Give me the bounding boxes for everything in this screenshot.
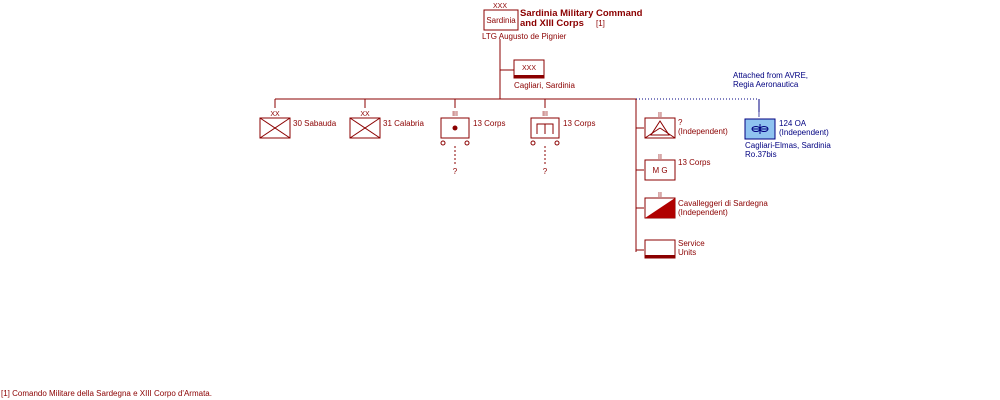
regiment-below: ? <box>543 167 548 176</box>
regiment-label: 13 Corps <box>563 119 595 128</box>
hq-company-location: Cagliari, Sardinia <box>514 81 575 90</box>
air-attach-line2: Regia Aeronautica <box>733 80 799 89</box>
side-unit-service[interactable]: Service Units <box>644 239 705 259</box>
hq-footnote-ref: [1] <box>596 19 605 28</box>
division-echelon: XX <box>270 111 280 118</box>
hq-echelon: XXX <box>493 3 507 10</box>
side-unit-cavalry[interactable]: II Cavalleggeri di Sardegna (Independent… <box>644 192 768 219</box>
wheel-icon <box>464 140 470 146</box>
regiment-echelon: III <box>542 111 548 118</box>
regiment-engineers[interactable]: III 13 Corps ? <box>530 111 595 176</box>
regiment-artillery[interactable]: III 13 Corps ? <box>440 111 505 176</box>
division-label: 31 Calabria <box>383 119 424 128</box>
side-unit-line2: Units <box>678 248 696 257</box>
side-unit-line1: Service <box>678 239 705 248</box>
division-echelon: XX <box>360 111 370 118</box>
footnote: [1] Comando Militare della Sardegna e XI… <box>1 389 212 398</box>
wheel-icon <box>554 140 560 146</box>
hq-unit[interactable]: XXX Sardinia Sardinia Military Command a… <box>482 3 643 41</box>
hq-company-bar <box>514 75 544 78</box>
air-base-line2: Ro.37bis <box>745 150 777 159</box>
hq-company-label: XXX <box>522 65 536 72</box>
side-unit-line1: Cavalleggeri di Sardegna <box>678 199 768 208</box>
air-status: (Independent) <box>779 128 829 137</box>
machine-gun-symbol <box>644 159 676 181</box>
side-unit-line2: (Independent) <box>678 127 728 136</box>
air-attach-line1: Attached from AVRE, <box>733 71 808 80</box>
regiment-below: ? <box>453 167 458 176</box>
wheel-icon <box>530 140 536 146</box>
side-unit-line2: (Independent) <box>678 208 728 217</box>
hq-title-line2: and XIII Corps <box>520 18 584 29</box>
division-label: 30 Sabauda <box>293 119 337 128</box>
air-unit-124-oa[interactable]: Attached from AVRE, Regia Aeronautica I … <box>733 71 831 159</box>
regiment-label: 13 Corps <box>473 119 505 128</box>
air-base-line1: Cagliari-Elmas, Sardinia <box>745 141 831 150</box>
hq-box-label: Sardinia <box>486 16 516 25</box>
machine-gun-label: M G <box>652 166 667 175</box>
regiment-echelon: III <box>452 111 458 118</box>
side-unit-echelon: II <box>658 154 662 161</box>
hq-symbol <box>483 9 519 31</box>
side-unit-independent[interactable]: II ? (Independent) <box>644 112 728 139</box>
division-30-sabauda[interactable]: XX 30 Sabauda <box>259 111 337 139</box>
side-unit-machine-gun[interactable]: II M G 13 Corps <box>644 154 710 181</box>
side-unit-line1: ? <box>678 118 683 127</box>
connector-lines <box>274 39 644 252</box>
air-name: 124 OA <box>779 119 807 128</box>
hq-title-line1: Sardinia Military Command <box>520 8 643 19</box>
hq-commander: LTG Augusto de Pignier <box>482 32 567 41</box>
division-31-calabria[interactable]: XX 31 Calabria <box>349 111 424 139</box>
hq-company-unit[interactable]: XXX Cagliari, Sardinia <box>513 59 575 90</box>
air-echelon: I <box>758 110 760 119</box>
side-unit-line1: 13 Corps <box>678 158 710 167</box>
side-unit-echelon: II <box>658 112 662 119</box>
wheel-icon <box>440 140 446 146</box>
side-unit-echelon: II <box>658 192 662 199</box>
